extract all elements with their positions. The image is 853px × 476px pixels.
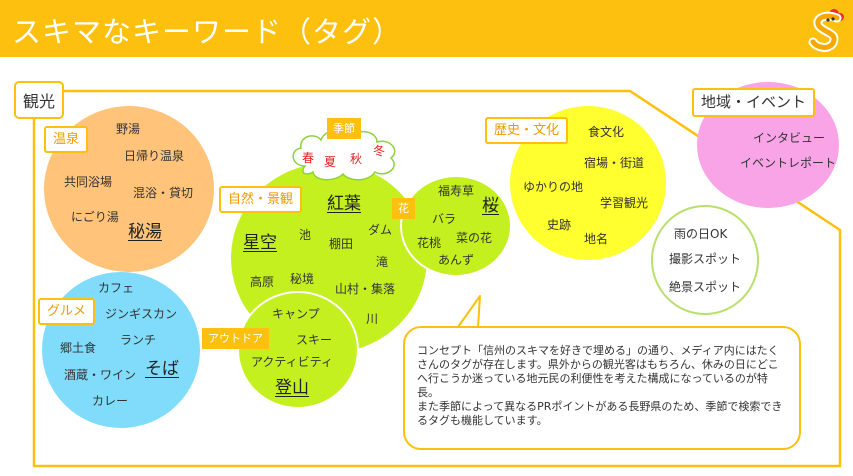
- keyword-highlight: そば: [145, 359, 179, 379]
- keyword: インタビュー: [753, 131, 826, 145]
- keyword: にごり湯: [71, 210, 119, 224]
- flower-circle: [400, 175, 512, 277]
- keyword: 酒蔵・ワイン: [64, 368, 137, 382]
- season-spring: 春: [302, 151, 315, 165]
- kanko-label: 観光: [14, 81, 65, 119]
- header-bar: スキマなキーワード（タグ）: [0, 0, 853, 57]
- concept-box: コンセプト「信州のスキマを好きで埋める」の通り、メディア内にはたくさんのタグが存…: [403, 326, 801, 450]
- s-mascot-logo-icon: [808, 9, 844, 52]
- season-autumn: 秋: [350, 152, 363, 166]
- keyword: バラ: [432, 212, 457, 226]
- keyword-highlight: 桜: [482, 196, 499, 216]
- tag-history: 歴史・文化: [485, 117, 569, 144]
- keyword: 地名: [584, 232, 609, 246]
- outdoor-circle: [237, 291, 359, 409]
- keyword: 撮影スポット: [669, 252, 742, 266]
- keyword: 混浴・貸切: [133, 186, 194, 200]
- season-cloud: [292, 130, 396, 181]
- keyword: 史跡: [547, 218, 572, 232]
- keyword: 絶景スポット: [669, 280, 742, 294]
- keyword: カレー: [92, 394, 129, 408]
- keyword: 宿場・街道: [584, 156, 645, 170]
- keyword: ランチ: [120, 333, 157, 347]
- page-title: スキマなキーワード（タグ）: [12, 15, 403, 49]
- keyword-highlight: 星空: [243, 233, 277, 253]
- keyword: イベントレポート: [740, 156, 837, 170]
- misc-circle: [651, 205, 759, 315]
- keyword: 福寿草: [438, 184, 475, 198]
- keyword: 菜の花: [456, 231, 493, 245]
- tag-flower: 花: [392, 198, 415, 219]
- keyword: ダム: [368, 223, 393, 237]
- keyword: ジンギスカン: [105, 307, 178, 321]
- keyword: キャンプ: [272, 307, 320, 321]
- keyword: 棚田: [329, 237, 354, 251]
- keyword: 川: [366, 312, 379, 326]
- concept-paragraph-1: コンセプト「信州のスキマを好きで埋める」の通り、メディア内にはたくさんのタグが存…: [417, 344, 779, 399]
- keyword: スキー: [296, 333, 333, 347]
- keyword: 共同浴場: [64, 175, 113, 189]
- tag-gourmet: グルメ: [38, 298, 96, 325]
- keyword: 山村・集落: [335, 282, 396, 296]
- keyword: 池: [299, 228, 312, 242]
- season-winter: 冬: [373, 144, 386, 158]
- tag-region: 地域・イベント: [692, 88, 816, 117]
- keyword: あんず: [438, 253, 475, 267]
- concept-paragraph-2: また季節によって異なるPRポイントがある長野県のため、季節で検索できるタグも機能…: [417, 400, 783, 427]
- keyword-highlight: 登山: [275, 378, 309, 398]
- keyword: 食文化: [588, 125, 625, 139]
- keyword: アクティビティ: [251, 355, 333, 369]
- keyword: 学習観光: [600, 196, 649, 210]
- keyword: カフェ: [98, 281, 135, 295]
- keyword: 滝: [376, 255, 389, 269]
- tag-outdoor: アウトドア: [202, 328, 269, 349]
- tag-season: 季節: [327, 118, 361, 139]
- keyword: ゆかりの地: [523, 180, 584, 194]
- keyword: 秘境: [290, 272, 315, 286]
- keyword: 高原: [250, 275, 275, 289]
- keyword-highlight: 秘湯: [128, 222, 162, 242]
- tag-nature: 自然・景観: [219, 186, 303, 213]
- keyword: 郷土食: [60, 341, 97, 355]
- tag-onsen: 温泉: [44, 126, 89, 153]
- keyword: 雨の日OK: [674, 227, 728, 241]
- keyword-highlight: 紅葉: [327, 194, 361, 214]
- keyword: 花桃: [417, 236, 442, 250]
- keyword: 野湯: [116, 122, 141, 136]
- keyword: 日帰り温泉: [124, 149, 185, 163]
- season-summer: 夏: [324, 155, 337, 169]
